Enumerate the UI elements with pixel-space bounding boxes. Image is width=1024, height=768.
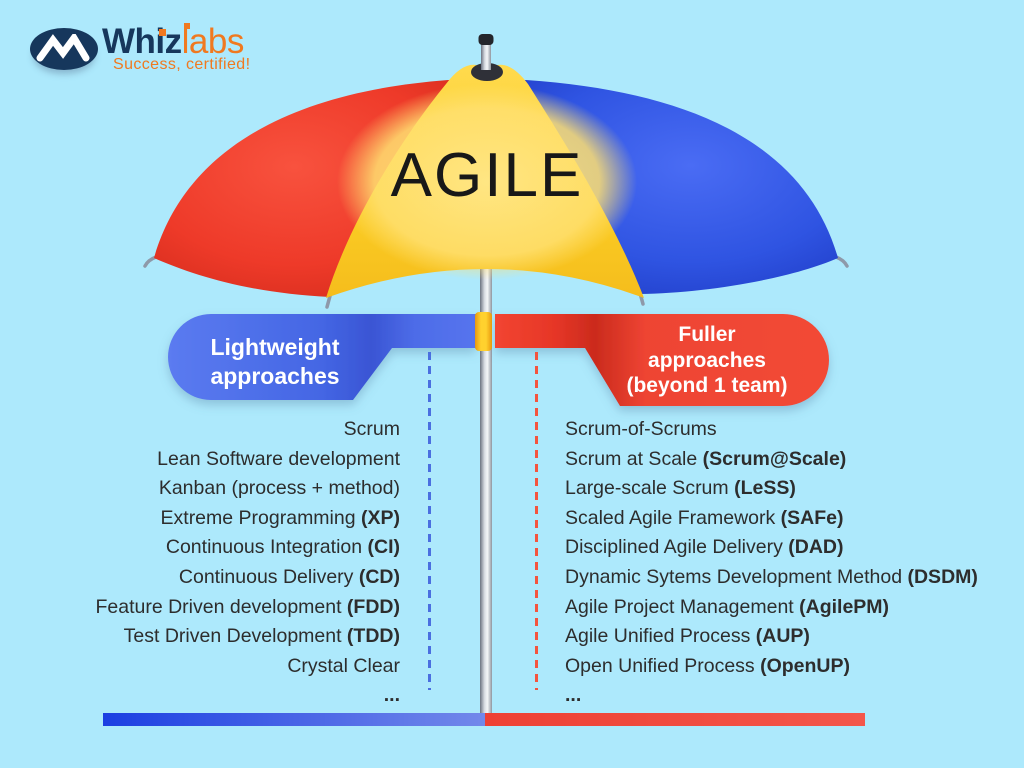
list-item: Feature Driven development (FDD) bbox=[95, 595, 400, 618]
brand-tagline: Success, certified! bbox=[113, 56, 251, 73]
banner-left-line-1: Lightweight bbox=[210, 334, 340, 360]
umbrella-title: AGILE bbox=[390, 141, 584, 210]
whizlabs-w-icon bbox=[36, 34, 90, 62]
umbrella-pole bbox=[480, 258, 492, 714]
list-item: Agile Project Management (AgilePM) bbox=[565, 595, 890, 618]
banner-right-shape bbox=[495, 314, 829, 406]
dashed-line-right bbox=[535, 352, 538, 690]
brand-i-dot bbox=[159, 29, 166, 36]
list-item: Kanban (process + method) bbox=[158, 477, 400, 500]
list-item: Crystal Clear bbox=[287, 654, 400, 677]
ferrule bbox=[471, 34, 503, 81]
list-item: ... bbox=[565, 684, 582, 707]
banner-right-line-2: approaches bbox=[648, 348, 766, 372]
list-item: Disciplined Agile Delivery (DAD) bbox=[565, 536, 844, 559]
brand-dark-text: Whiz bbox=[102, 22, 182, 61]
list-item: Scaled Agile Framework (SAFe) bbox=[565, 506, 844, 529]
canopy-highlight bbox=[337, 84, 637, 280]
list-item: Extreme Programming (XP) bbox=[160, 506, 400, 529]
list-item: Scrum at Scale (Scrum@Scale) bbox=[565, 447, 847, 470]
list-item: Scrum-of-Scrums bbox=[565, 418, 717, 440]
banner-left-label: Lightweight approaches bbox=[170, 333, 380, 391]
dashed-line-left bbox=[428, 352, 431, 690]
list-item: Open Unified Process (OpenUP) bbox=[565, 654, 851, 677]
list-item: ... bbox=[383, 684, 400, 707]
brand-wordmark: Whizlabs bbox=[102, 22, 244, 62]
list-item: Agile Unified Process (AUP) bbox=[565, 625, 810, 648]
brand-accent-text: labs bbox=[181, 22, 245, 61]
bottom-bar bbox=[103, 713, 865, 726]
whizlabs-logo-mark bbox=[30, 28, 98, 70]
banner-shapes bbox=[168, 312, 829, 406]
banner-left-shape bbox=[168, 314, 477, 400]
bottom-bar-right bbox=[485, 713, 865, 726]
list-item: Large-scale Scrum (LeSS) bbox=[565, 477, 796, 500]
list-item: Continuous Integration (CI) bbox=[165, 536, 400, 559]
banner-left-line-2: approaches bbox=[210, 363, 340, 389]
list-item: Test Driven Development (TDD) bbox=[123, 625, 400, 648]
banner-right-line-1: Fuller bbox=[678, 323, 736, 346]
list-item: Scrum bbox=[343, 418, 400, 440]
list-item: Continuous Delivery (CD) bbox=[178, 565, 400, 588]
list-item: Dynamic Sytems Development Method (DSDM) bbox=[565, 565, 978, 588]
bottom-bar-left bbox=[103, 713, 485, 726]
pole-collar bbox=[475, 312, 492, 351]
banner-right-label: Fuller approaches (beyond 1 team) bbox=[588, 322, 826, 399]
umbrella-canopy bbox=[143, 34, 849, 309]
banner-right-line-3: (beyond 1 team) bbox=[626, 374, 788, 397]
brand-accent-square bbox=[184, 23, 190, 29]
list-item: Lean Software development bbox=[157, 447, 400, 470]
